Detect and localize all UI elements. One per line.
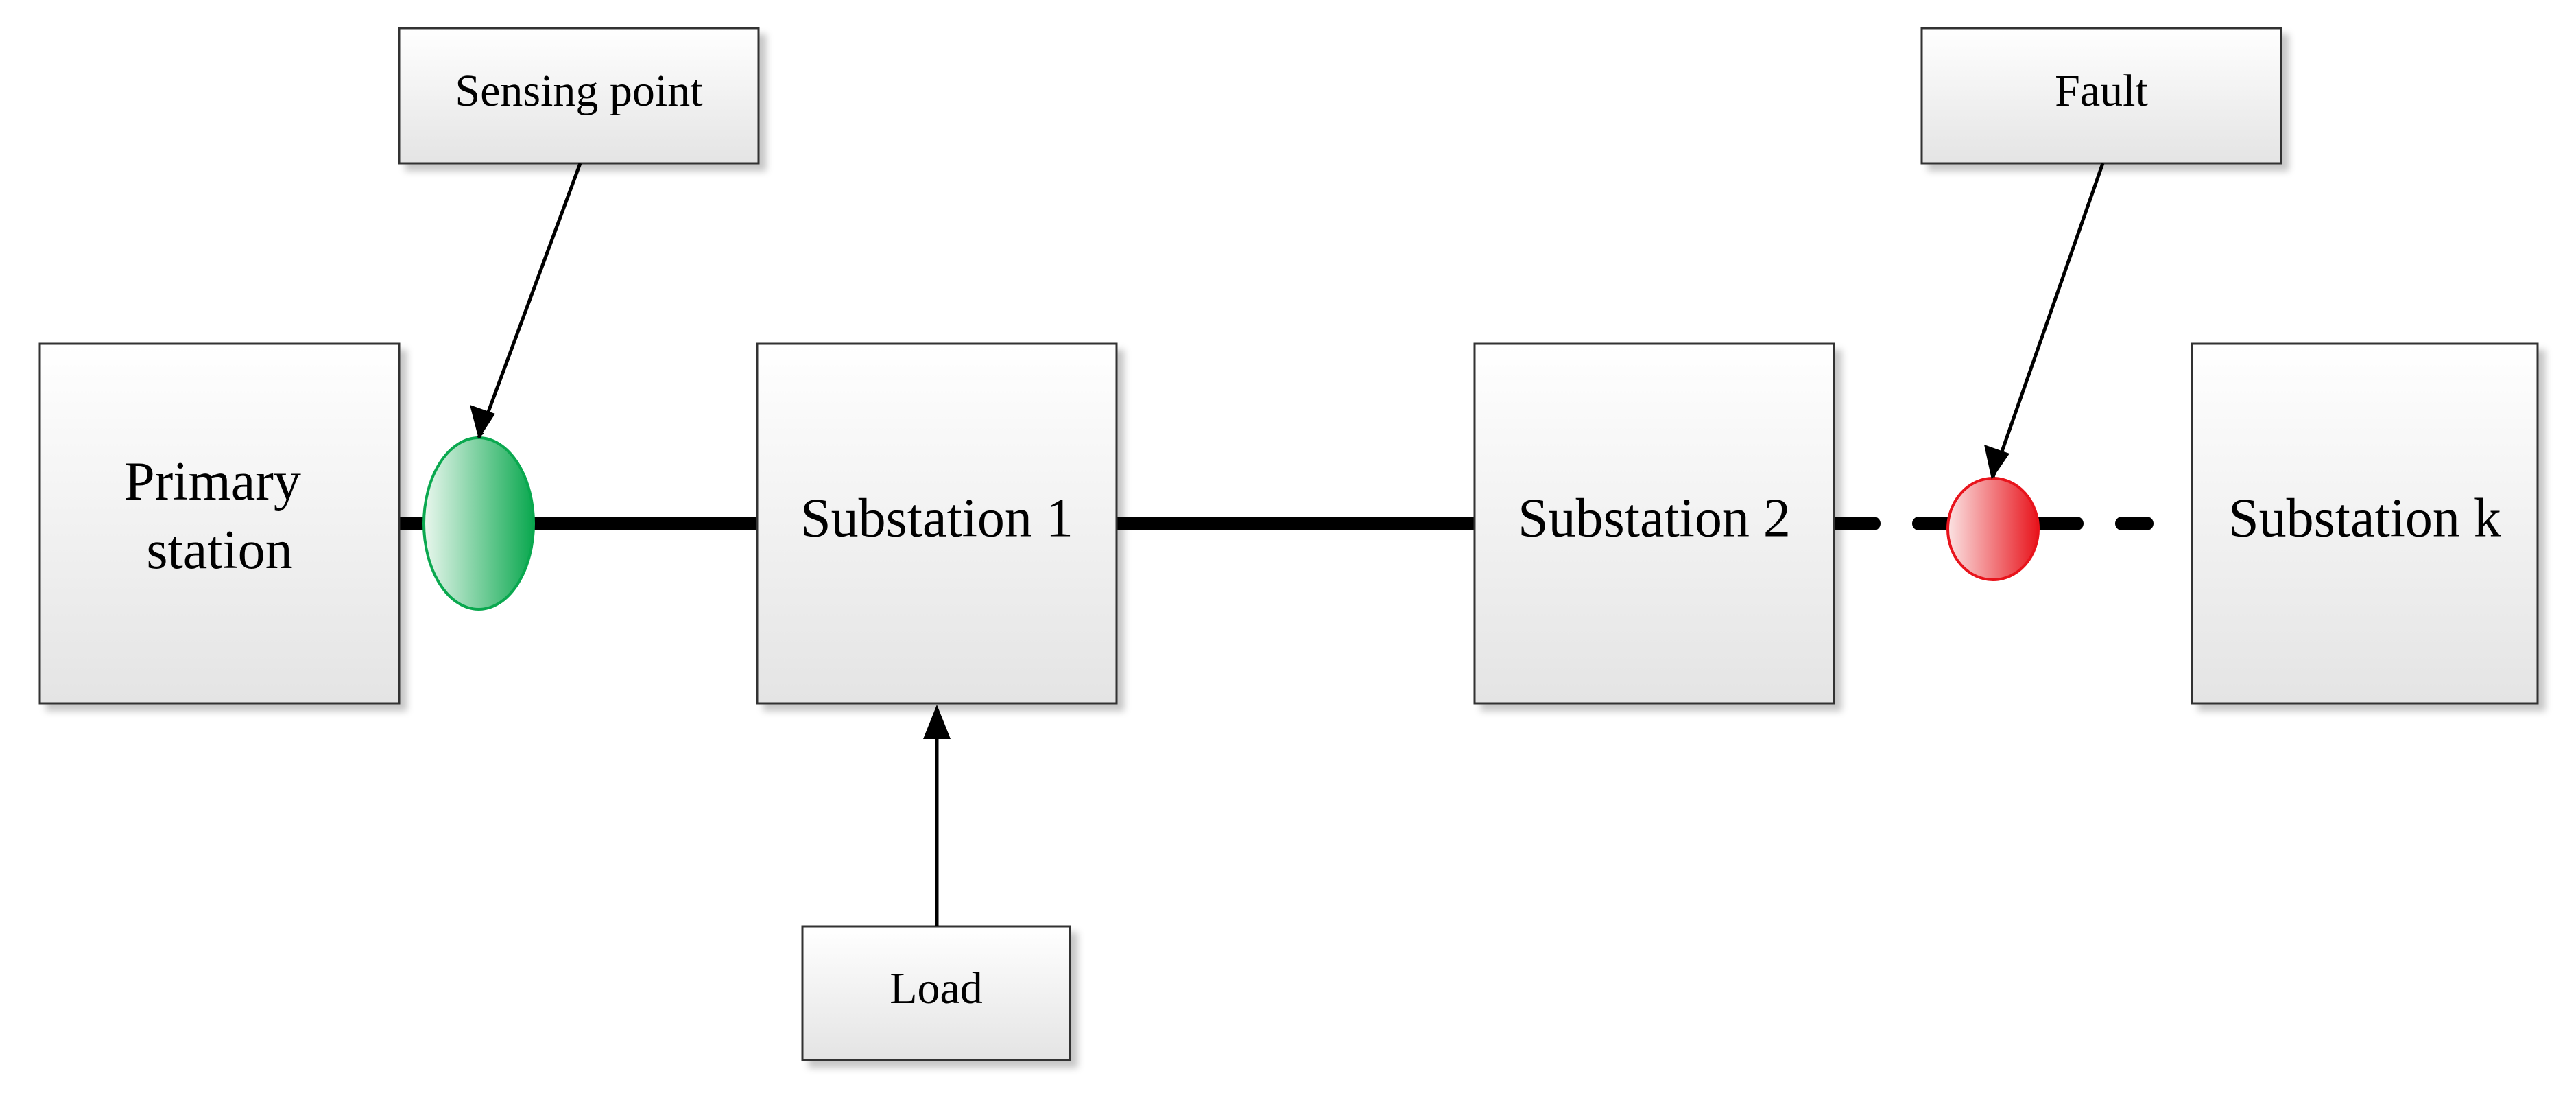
substation-k-label: Substation k (2228, 488, 2501, 548)
sensing-point-arrowhead (470, 405, 495, 439)
substation-k-shape (2191, 342, 2539, 705)
substation-2-label: Substation 2 (1518, 488, 1791, 548)
primary-station-box: Primary station (38, 342, 401, 705)
load-callout: Load (801, 925, 1071, 1061)
substation-2-box: Substation 2 (1473, 342, 1835, 705)
primary-station-shape (38, 342, 401, 705)
sensing-point-arrow (477, 163, 582, 438)
sensing-point-label: Sensing point (455, 66, 702, 116)
primary-station-label: Primary station (124, 451, 315, 580)
fault-arrow (1991, 163, 2105, 478)
load-label: Load (890, 963, 983, 1013)
substation-2-shape (1473, 342, 1835, 705)
sensing-point-marker (422, 436, 535, 611)
fault-label: Fault (2055, 66, 2148, 116)
substation-1-label: Substation 1 (800, 488, 1073, 548)
fault-callout: Fault (1920, 27, 2282, 165)
load-arrowhead (923, 705, 951, 739)
substation-k-box: Substation k (2191, 342, 2539, 705)
sensing-point-callout-box (398, 27, 760, 165)
fault-arrowhead (1984, 445, 2009, 480)
fault-point-marker (1946, 477, 2040, 581)
substation-1-box: Substation 1 (756, 342, 1118, 705)
substation-1-shape (756, 342, 1118, 705)
sensing-point-callout: Sensing point (398, 27, 760, 165)
primary-station-label-line-2: station (146, 520, 292, 580)
primary-station-label-line-1: Primary (124, 451, 301, 512)
fault-callout-box (1920, 27, 2282, 165)
load-callout-box (801, 925, 1071, 1061)
